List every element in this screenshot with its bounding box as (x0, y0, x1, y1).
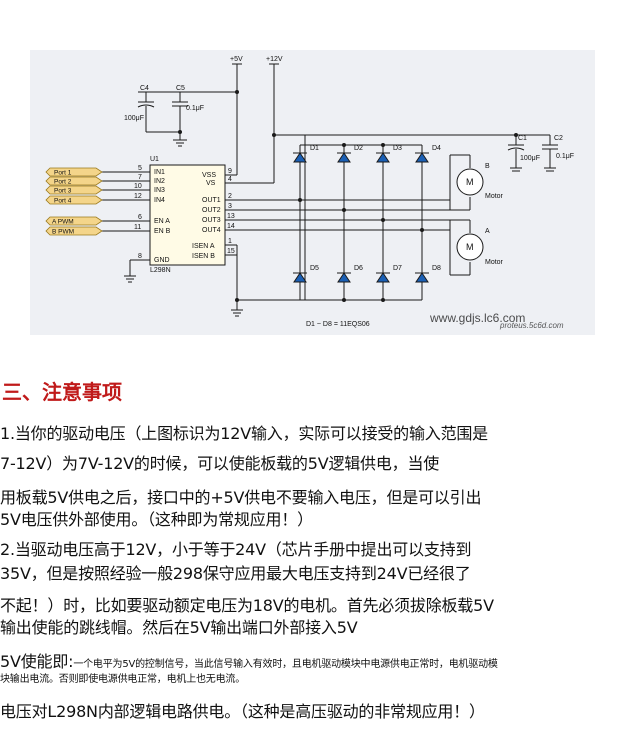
port-tag: Port 3 (54, 188, 72, 195)
pin-name: IN2 (154, 178, 165, 185)
diode-label: D8 (432, 265, 441, 272)
l298n-chip (149, 164, 226, 266)
enable-note: 5V使能即:一个电平为5V的控制信号，当此信号输入有效时，且电机驱动模块中电源供… (0, 652, 498, 673)
pin-name: OUT3 (202, 217, 221, 224)
enable-note-detail: 一个电平为5V的控制信号，当此信号输入有效时，且电机驱动模块中电源供电正常时，电… (73, 659, 498, 670)
pin-name: VS (206, 180, 216, 187)
diode-symbols (293, 152, 429, 283)
pin-name: VSS (202, 172, 216, 179)
motor-glyph: M (466, 242, 474, 252)
pin-name: EN B (154, 228, 171, 235)
diode-note: D1 ~ D8 = 11EQS06 (306, 321, 370, 328)
motor-a-symbol (456, 233, 484, 261)
pin-num: 3 (228, 203, 232, 210)
diode-label: D2 (354, 145, 363, 152)
pin-name: OUT4 (202, 227, 221, 234)
pin-num: 7 (138, 174, 142, 181)
pin-num: 12 (134, 193, 142, 200)
pin-num: 2 (228, 193, 232, 200)
u1-label: U1 (150, 156, 159, 163)
v12-label: +12V (266, 56, 283, 63)
pin-num: 9 (228, 168, 232, 175)
pin-num: 1 (228, 238, 232, 245)
motor-b-letter: B (485, 163, 490, 170)
motor-glyph: M (466, 177, 474, 187)
pin-num: 5 (138, 165, 142, 172)
c1-value: 100μF (520, 155, 540, 162)
chip-name: L298N (150, 267, 171, 274)
c1-label: C1 (518, 135, 527, 142)
pin-num: 6 (138, 214, 142, 221)
pin-num: 13 (227, 213, 235, 220)
diode-label: D4 (432, 145, 441, 152)
pin-name: ISEN A (192, 243, 215, 250)
v5-label: +5V (230, 56, 243, 63)
c4-value: 100μF (124, 115, 144, 122)
paragraph-line: 5V电压供外部使用。（这种即为常规应用！） (0, 510, 313, 529)
c5-value: 0.1μF (186, 105, 204, 112)
diode-label: D1 (310, 145, 319, 152)
pin-name: GND (154, 257, 170, 264)
c4-label: C4 (140, 85, 149, 92)
motor-a-label: Motor (485, 259, 504, 266)
l298n-schematic: +5V +12V C4 100μF C5 0.1μF C1 100μF C2 0… (30, 50, 595, 335)
pin-name: OUT1 (202, 197, 221, 204)
enable-note-lead: 5V使能即: (0, 652, 74, 671)
port-tag: Port 1 (54, 170, 72, 177)
diode-label: D6 (354, 265, 363, 272)
diode-label: D5 (310, 265, 319, 272)
port-tag: Port 2 (54, 179, 72, 186)
paragraph-line: 2.当驱动电压高于12V，小于等于24V（芯片手册中提出可以支持到 (0, 540, 472, 559)
motor-a-letter: A (485, 228, 490, 235)
paragraph-line: 输出使能的跳线帽。然后在5V输出端口外部接入5V (0, 618, 358, 637)
c2-value: 0.1μF (556, 153, 574, 160)
enable-note-detail-cont: 块输出电流。否则即使电源供电正常，电机上也无电流。 (0, 674, 245, 685)
pin-num: 4 (228, 176, 232, 183)
c2-label: C2 (554, 135, 563, 142)
section-title: 三、注意事项 (2, 380, 122, 404)
paragraph-line: 7-12V）为7V-12V的时候，可以使能板载的5V逻辑供电，当使 (0, 454, 440, 473)
pin-name: IN1 (154, 169, 165, 176)
pin-num: 10 (134, 183, 142, 190)
motor-b-symbol (456, 168, 484, 196)
paragraph-line: 不起！）时，比如要驱动额定电压为18V的电机。首先必须拔除板载5V (0, 596, 494, 615)
pwm-tag: A PWM (52, 219, 74, 226)
diode-label: D3 (393, 145, 402, 152)
watermark: proteus.5c6d.com (499, 321, 564, 330)
motor-b-label: Motor (485, 193, 504, 200)
pwm-tag: B PWM (52, 229, 74, 236)
paragraph-line: 用板载5V供电之后，接口中的+5V供电不要输入电压，但是可以引出 (0, 488, 482, 507)
pin-name: ISEN B (192, 253, 215, 260)
pin-name: IN3 (154, 187, 165, 194)
pin-num: 15 (227, 248, 235, 255)
paragraph-line: 35V，但是按照经验一般298保守应用最大电压支持到24V已经很了 (0, 564, 471, 583)
c5-label: C5 (176, 85, 185, 92)
watermark: www.gdjs.lc6.com (429, 311, 525, 325)
pin-num: 11 (134, 224, 141, 231)
pin-num: 8 (138, 253, 142, 260)
paragraph-line: 1.当你的驱动电压（上图标识为12V输入，实际可以接受的输入范围是 (0, 424, 488, 443)
pin-name: EN A (154, 218, 170, 225)
pin-name: OUT2 (202, 207, 221, 214)
paragraph-line: 电压对L298N内部逻辑电路供电。（这种是高压驱动的非常规应用！） (0, 702, 485, 721)
diode-label: D7 (393, 265, 402, 272)
port-tag: Port 4 (54, 198, 72, 205)
pin-name: IN4 (154, 197, 165, 204)
pin-num: 14 (227, 223, 235, 230)
